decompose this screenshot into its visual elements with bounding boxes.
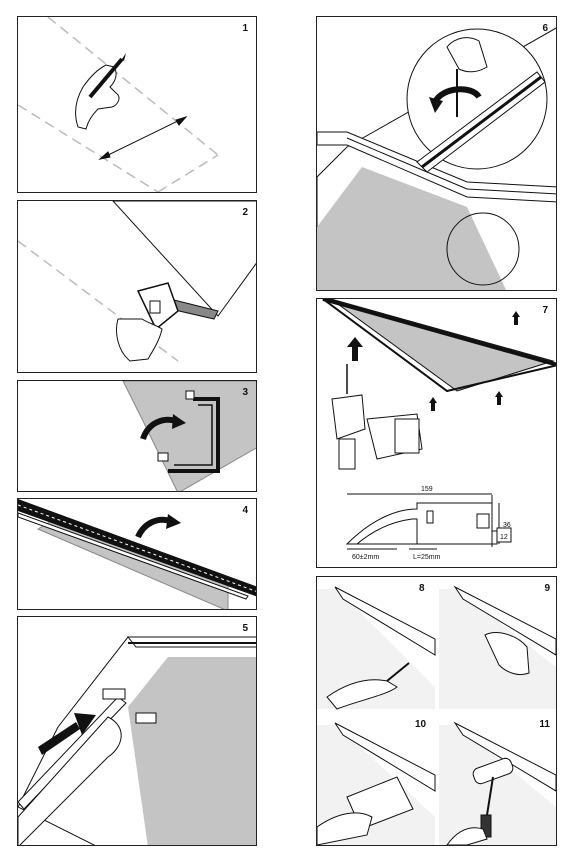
step-number: 3 [242,387,248,398]
finishing-illustrations [317,577,556,845]
cut-guide-lines [18,17,219,192]
fabric-flap [18,716,122,845]
hand-icon [317,812,373,845]
profile-width-label: 159 [421,486,433,493]
fabric-insertion-illustration [18,636,256,845]
hand-icon [484,632,530,676]
fabric-surface [128,657,256,845]
step-number: 11 [539,719,550,730]
step-number: 8 [419,583,425,594]
step-9-illustration [439,585,556,709]
step-8-illustration [317,586,436,710]
fabric-sheet [112,201,256,317]
frame-border [322,299,556,393]
knife-icon [386,662,410,682]
profile-height-label: 36 [503,522,511,529]
push-arrow-icon [38,713,96,755]
detail-magnifier [406,28,548,170]
arrow-head [166,514,181,529]
step-1-panel: 1 [17,16,257,193]
overlap-label: L=25mm [413,554,441,561]
hand-icon [75,64,120,130]
arrow-head [172,414,186,429]
profile-inner-height-label: 12 [500,534,508,541]
step-2-panel: 2 [17,200,257,373]
step-number: 2 [242,207,248,218]
profile-section [345,493,512,550]
frame-corner [157,390,220,473]
offset-label: 60±2mm [352,554,379,561]
frame-rail [18,636,256,810]
corner-assembly-illustration [122,381,256,491]
step-5-panel: 5 [17,616,257,846]
fabric-panel [330,299,555,392]
frame-rail [18,499,256,600]
measure-arrow [98,116,188,160]
pencil-icon [88,53,126,99]
marking-illustration [18,17,219,192]
step-number: 9 [544,583,550,594]
up-arrow-icon [347,311,520,411]
step-10-illustration [317,722,436,845]
cutting-illustration [18,201,256,362]
step-number: 6 [542,23,548,34]
corner-tightening-illustration [317,27,556,290]
hand-icon [446,827,488,845]
step-11-illustration [439,721,556,845]
hand-icon [446,37,488,117]
finishing-steps-panel: 8 9 10 11 [316,576,557,846]
fabric-surface [317,167,507,290]
hand-icon [326,679,398,710]
curved-arrow-icon [135,516,171,539]
step-7-panel: 159 36 12 60±2mm L=25mm 7 [316,298,557,568]
step-number: 1 [242,23,248,34]
step-number: 5 [242,623,248,634]
frame-rail [317,131,556,203]
detail-circle [446,212,520,286]
ceiling-mount-illustration: 159 36 12 60±2mm L=25mm [317,299,556,561]
step-number: 4 [242,505,248,516]
magnified-rail [416,71,546,173]
step-number: 7 [542,305,548,316]
hand-icon [116,318,163,362]
step-number: 10 [415,719,427,730]
corner-clip [102,688,157,724]
saw-icon [136,282,219,331]
frame-edge-illustration [18,499,256,609]
step-3-panel: 3 [17,380,257,492]
drill-icon [331,364,423,470]
step-6-panel: 6 [316,16,557,291]
step-4-panel: 4 [17,498,257,610]
paint-roller-icon [472,757,514,838]
